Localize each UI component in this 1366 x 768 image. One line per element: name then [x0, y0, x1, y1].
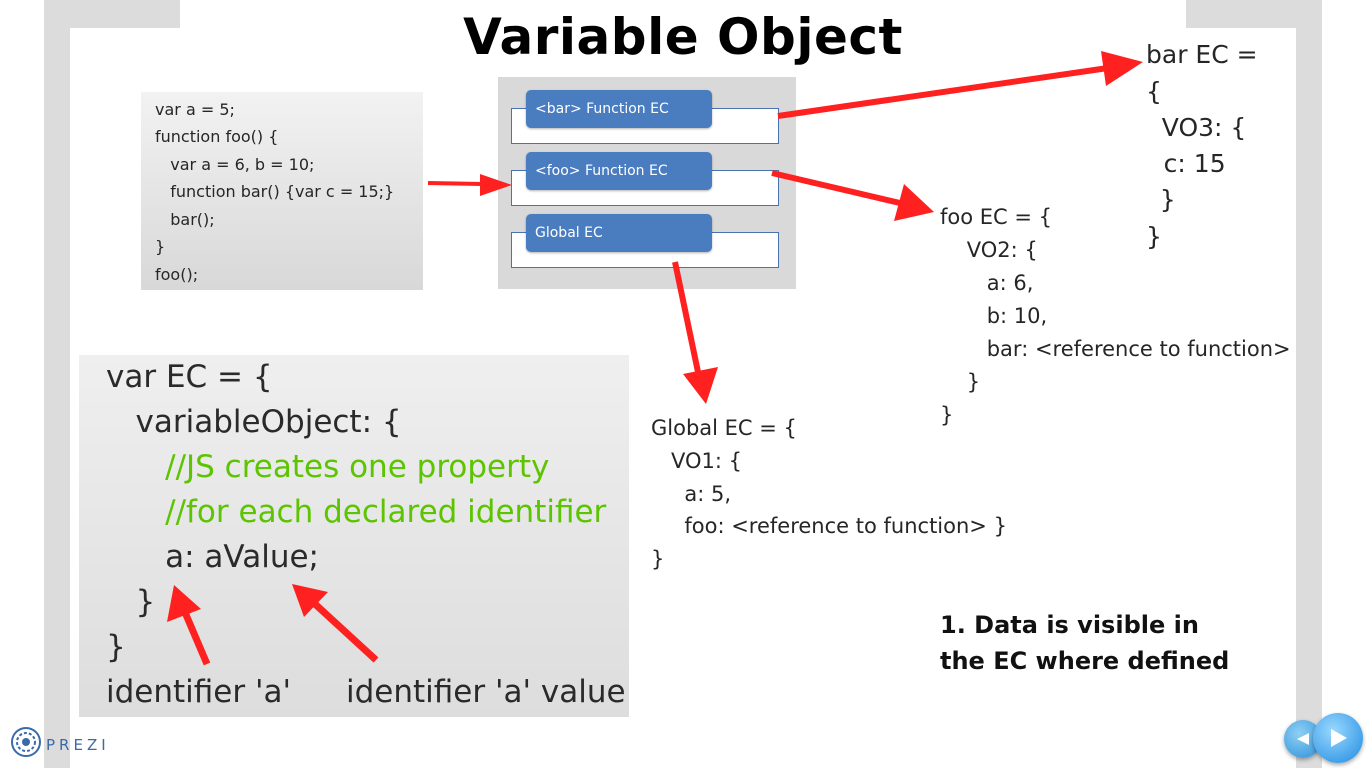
prezi-logo-text: PREZI	[46, 736, 110, 754]
bar-ec-line: }	[1128, 185, 1176, 214]
code-line: bar();	[155, 210, 215, 229]
stack-item-global: Global EC	[526, 214, 712, 252]
code-line: var a = 5;	[155, 100, 235, 119]
ec-code-line: }	[106, 629, 126, 665]
foo-ec-line: VO2: {	[940, 238, 1038, 262]
ec-comment-line: //for each declared identifier	[106, 494, 607, 530]
identifier-value-caption: identifier 'a' value	[346, 674, 626, 710]
ec-comment-line: //JS creates one property	[106, 449, 550, 485]
global-ec-line: }	[651, 547, 665, 571]
foo-ec-line: }	[940, 403, 954, 427]
ec-code-line: variableObject: {	[106, 404, 402, 440]
bar-ec-line: }	[1146, 222, 1162, 251]
code-line: }	[155, 237, 166, 256]
code-line: function foo() {	[155, 127, 279, 146]
prezi-logo-icon	[11, 727, 41, 757]
prezi-logo	[10, 726, 120, 758]
code-line: foo();	[155, 265, 199, 284]
arrow-to-foo-ec	[771, 170, 934, 221]
arrow-right-icon	[1331, 729, 1347, 747]
stack-item-bar: <bar> Function EC	[526, 90, 712, 128]
stack-item-foo: <foo> Function EC	[526, 152, 712, 190]
global-ec-line: a: 5,	[651, 482, 732, 506]
note-line-1: 1. Data is visible in	[940, 611, 1199, 639]
foo-ec-line: }	[940, 370, 981, 394]
foo-ec-line: foo EC = {	[940, 205, 1053, 229]
ec-code-line: }	[106, 584, 156, 620]
arrow-left-icon	[1297, 733, 1309, 745]
global-ec-line: VO1: {	[651, 449, 743, 473]
foo-ec-line: bar: <reference to function>	[940, 337, 1291, 361]
slide-title: Variable Object	[463, 8, 903, 66]
bar-ec-line: bar EC =	[1146, 40, 1258, 69]
code-line: function bar() {var c = 15;}	[155, 182, 395, 201]
code-line: var a = 6, b = 10;	[155, 155, 315, 174]
call-stack-box: <bar> Function EC <foo> Function EC Glob…	[498, 77, 796, 289]
foo-ec-line: b: 10,	[940, 304, 1048, 328]
note-line-2: the EC where defined	[940, 647, 1230, 675]
ec-definition-box: var EC = { variableObject: { //JS create…	[79, 355, 629, 717]
arrow-to-identifier	[167, 585, 211, 666]
frame-top-right	[1186, 0, 1322, 28]
global-ec-line: foo: <reference to function> }	[651, 514, 1007, 538]
arrow-to-identifier-value	[292, 584, 379, 663]
frame-right	[1296, 0, 1322, 768]
frame-left	[44, 0, 70, 768]
arrow-to-bar-ec	[777, 51, 1143, 119]
foo-ec-line: a: 6,	[940, 271, 1034, 295]
frame-top-left	[44, 0, 180, 28]
next-slide-button[interactable]	[1313, 713, 1363, 763]
bar-ec-line: c: 15	[1116, 149, 1226, 178]
global-ec-line: Global EC = {	[651, 416, 797, 440]
ec-code-line: var EC = {	[106, 359, 273, 395]
code-sample-box: var a = 5; function foo() { var a = 6, b…	[141, 92, 423, 290]
ec-code-line: a: aValue;	[106, 539, 319, 575]
arrow-to-global-ec	[672, 261, 718, 404]
identifier-caption: identifier 'a'	[106, 674, 292, 710]
bar-ec-line: {	[1146, 77, 1162, 106]
arrow-code-to-stack	[427, 174, 512, 196]
bar-ec-line: VO3: {	[1130, 113, 1247, 142]
